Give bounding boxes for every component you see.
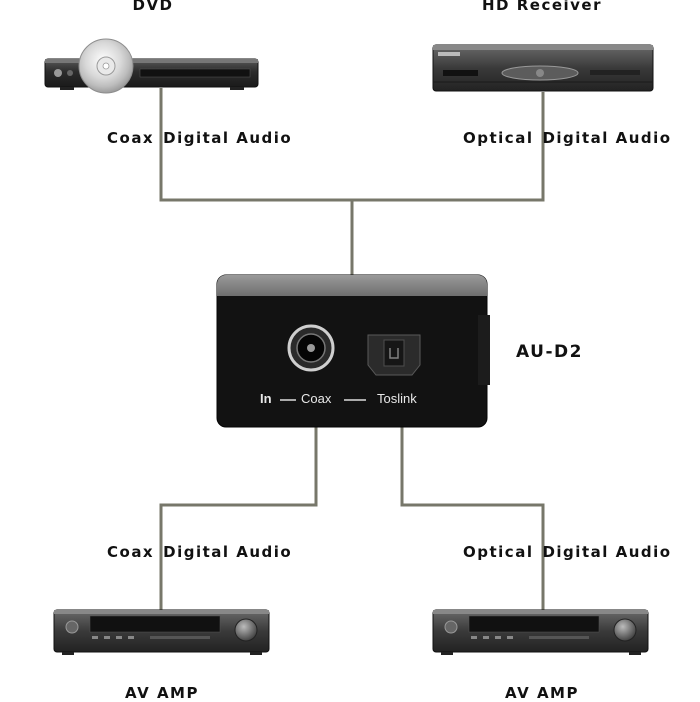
connection-label-bottom-left: Coax Digital Audio: [107, 545, 292, 560]
cable-dvd: [159, 88, 352, 202]
connection-label-top-right: Optical Digital Audio: [463, 131, 672, 146]
connection-signal: Digital Audio: [542, 129, 672, 147]
av-amp-right-label: AV AMP: [505, 684, 579, 702]
converter-label: AU-D2: [516, 342, 583, 362]
av-amp-left-icon: [53, 609, 270, 655]
connection-label-top-left: Coax Digital Audio: [107, 131, 292, 146]
hd-receiver-icon: [432, 44, 654, 92]
cable-right-amp: [400, 426, 545, 610]
hd-receiver-label: HD Receiver: [481, 0, 603, 14]
av-amp-left-label: AV AMP: [125, 684, 199, 702]
connection-label-bottom-right: Optical Digital Audio: [463, 545, 672, 560]
av-amp-right-icon: [432, 609, 649, 655]
converter-toslink-label: Toslink: [377, 391, 417, 406]
converter-in-label: In: [260, 391, 272, 406]
converter-coax-label: Coax: [301, 391, 332, 406]
connection-type: Coax: [107, 129, 155, 147]
connection-signal: Digital Audio: [542, 543, 672, 561]
connection-signal: Digital Audio: [163, 543, 293, 561]
cable-left-amp: [159, 426, 318, 610]
connection-type: Coax: [107, 543, 155, 561]
connection-type: Optical: [463, 543, 534, 561]
dvd-label: DVD: [132, 0, 174, 14]
cable-receiver: [352, 92, 545, 202]
dvd-player-icon: [44, 38, 259, 94]
toslink-port-icon: [367, 334, 421, 376]
cables: [159, 88, 545, 610]
connection-signal: Digital Audio: [163, 129, 293, 147]
connection-type: Optical: [463, 129, 534, 147]
au-d2-converter-icon: [216, 274, 490, 428]
